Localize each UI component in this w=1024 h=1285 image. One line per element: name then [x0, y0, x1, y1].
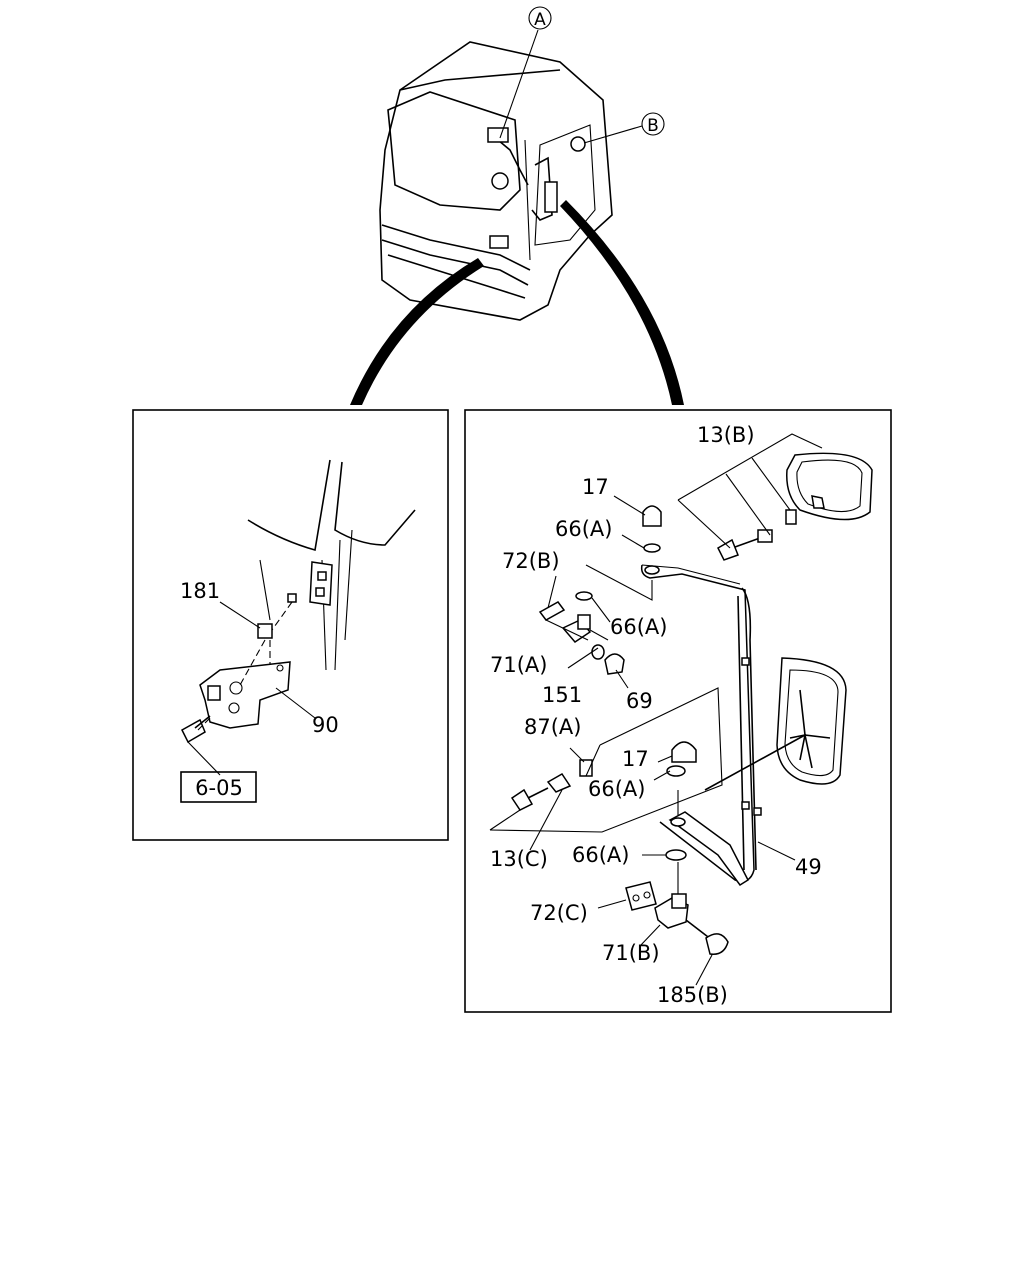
reference-label: 6-05 — [195, 776, 243, 800]
label-66a-3: 66(A) — [588, 777, 645, 801]
label-13b: 13(B) — [697, 423, 755, 447]
cab-illustration — [379, 29, 643, 321]
callout-b: B — [641, 112, 665, 136]
label-87a: 87(A) — [524, 715, 581, 739]
callout-a-label: A — [534, 10, 546, 30]
label-185b: 185(B) — [657, 983, 728, 1007]
label-90: 90 — [312, 713, 339, 737]
label-69: 69 — [626, 689, 653, 713]
label-17-lower: 17 — [622, 747, 649, 771]
label-181: 181 — [180, 579, 220, 603]
label-71b: 71(B) — [602, 941, 660, 965]
label-151: 151 — [542, 683, 582, 707]
label-66a-4: 66(A) — [572, 843, 629, 867]
detail-connector-left — [350, 258, 484, 405]
right-detail-panel — [464, 409, 892, 1013]
label-72c: 72(C) — [530, 901, 588, 925]
callout-a: A — [528, 6, 552, 30]
left-detail-panel — [132, 409, 449, 841]
reference-box-6-05: 6-05 — [180, 771, 257, 803]
detail-connector-right — [560, 200, 684, 405]
label-71a: 71(A) — [490, 653, 547, 677]
label-13c: 13(C) — [490, 847, 548, 871]
label-17-upper: 17 — [582, 475, 609, 499]
label-72b: 72(B) — [502, 549, 560, 573]
label-66a-1: 66(A) — [555, 517, 612, 541]
callout-b-label: B — [647, 116, 659, 136]
label-49: 49 — [795, 855, 822, 879]
label-66a-2: 66(A) — [610, 615, 667, 639]
